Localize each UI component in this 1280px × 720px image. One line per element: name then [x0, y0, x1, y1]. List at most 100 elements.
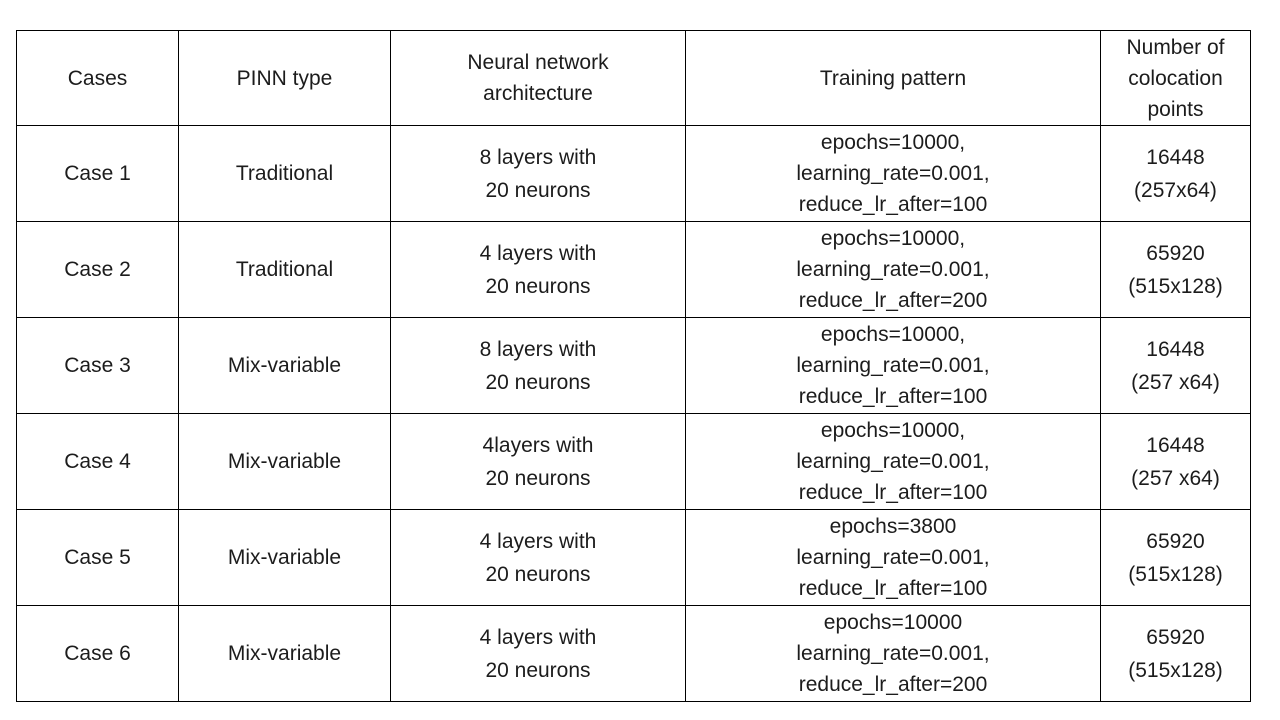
header-text: colocation: [1128, 66, 1223, 90]
training-line: reduce_lr_after=100: [798, 385, 988, 408]
architecture-line: 4 layers with: [479, 241, 597, 265]
table-row: Case 2 Traditional 4 layers with 20 neur…: [16, 221, 1251, 318]
cell-case: Case 3: [16, 317, 179, 414]
cell-colocation-points: 65920 (515x128): [1100, 221, 1251, 318]
header-text: Cases: [67, 66, 128, 90]
cell-case: Case 6: [16, 605, 179, 702]
cell-training-pattern: epochs=10000, learning_rate=0.001, reduc…: [685, 125, 1101, 222]
case-label: Case 2: [64, 258, 131, 281]
cell-case: Case 2: [16, 221, 179, 318]
cell-architecture: 4 layers with 20 neurons: [390, 605, 686, 702]
cell-colocation-points: 16448 (257 x64): [1100, 413, 1251, 510]
architecture-line: 20 neurons: [485, 466, 591, 490]
architecture-line: 20 neurons: [485, 274, 591, 298]
pinn-type-label: Traditional: [235, 162, 334, 185]
points-line: (515x128): [1128, 562, 1223, 586]
header-text: Neural network: [467, 51, 609, 74]
pinn-type-label: Mix-variable: [227, 642, 342, 665]
case-label: Case 4: [64, 450, 131, 473]
points-line: (515x128): [1128, 658, 1223, 682]
architecture-line: 8 layers with: [479, 337, 597, 361]
header-text: points: [1147, 97, 1204, 121]
table-row: Case 1 Traditional 8 layers with 20 neur…: [16, 125, 1251, 222]
training-line: learning_rate=0.001,: [796, 546, 990, 569]
cell-pinn-type: Mix-variable: [178, 413, 391, 510]
training-line: epochs=10000,: [820, 227, 966, 250]
cell-colocation-points: 65920 (515x128): [1100, 605, 1251, 702]
pinn-type-label: Mix-variable: [227, 546, 342, 569]
header-cases: Cases: [16, 30, 179, 126]
architecture-line: 20 neurons: [485, 658, 591, 682]
cell-pinn-type: Mix-variable: [178, 509, 391, 606]
training-line: learning_rate=0.001,: [796, 450, 990, 473]
training-line: epochs=10000,: [820, 131, 966, 154]
points-line: 16448: [1146, 337, 1205, 361]
points-line: (515x128): [1128, 274, 1223, 298]
case-label: Case 6: [64, 642, 131, 665]
training-line: reduce_lr_after=200: [798, 673, 988, 696]
table-row: Case 6 Mix-variable 4 layers with 20 neu…: [16, 605, 1251, 702]
pinn-cases-table: Cases PINN type Neural network architect…: [16, 30, 1251, 702]
pinn-type-label: Mix-variable: [227, 450, 342, 473]
cell-colocation-points: 16448 (257x64): [1100, 125, 1251, 222]
table-header-row: Cases PINN type Neural network architect…: [16, 30, 1251, 126]
points-line: 65920: [1146, 241, 1205, 265]
cell-pinn-type: Traditional: [178, 125, 391, 222]
table-row: Case 4 Mix-variable 4layers with 20 neur…: [16, 413, 1251, 510]
training-line: reduce_lr_after=100: [798, 481, 988, 504]
architecture-line: 8 layers with: [479, 145, 597, 169]
header-text: Number of: [1126, 35, 1225, 59]
architecture-line: 20 neurons: [485, 562, 591, 586]
pinn-type-label: Traditional: [235, 258, 334, 281]
points-line: 16448: [1146, 433, 1205, 457]
case-label: Case 5: [64, 546, 131, 569]
header-text: Training pattern: [819, 66, 967, 90]
cell-colocation-points: 65920 (515x128): [1100, 509, 1251, 606]
cell-colocation-points: 16448 (257 x64): [1100, 317, 1251, 414]
header-architecture: Neural network architecture: [390, 30, 686, 126]
training-line: learning_rate=0.001,: [796, 642, 990, 665]
architecture-line: 20 neurons: [485, 178, 591, 202]
cell-architecture: 4 layers with 20 neurons: [390, 221, 686, 318]
training-line: epochs=3800: [829, 515, 957, 538]
pinn-type-label: Mix-variable: [227, 354, 342, 377]
header-training-pattern: Training pattern: [685, 30, 1101, 126]
architecture-line: 4layers with: [482, 433, 594, 457]
cell-architecture: 8 layers with 20 neurons: [390, 317, 686, 414]
header-pinn-type: PINN type: [178, 30, 391, 126]
cell-pinn-type: Mix-variable: [178, 605, 391, 702]
architecture-line: 4 layers with: [479, 529, 597, 553]
header-text: PINN type: [236, 66, 333, 90]
points-line: (257 x64): [1131, 370, 1220, 394]
header-colocation-points: Number of colocation points: [1100, 30, 1251, 126]
cell-pinn-type: Mix-variable: [178, 317, 391, 414]
cell-training-pattern: epochs=10000 learning_rate=0.001, reduce…: [685, 605, 1101, 702]
points-line: (257 x64): [1131, 466, 1220, 490]
training-line: epochs=10000: [823, 611, 963, 634]
cell-architecture: 4 layers with 20 neurons: [390, 509, 686, 606]
points-line: 65920: [1146, 529, 1205, 553]
cell-case: Case 5: [16, 509, 179, 606]
table-row: Case 5 Mix-variable 4 layers with 20 neu…: [16, 509, 1251, 606]
points-line: 16448: [1146, 145, 1205, 169]
cell-case: Case 1: [16, 125, 179, 222]
case-label: Case 3: [64, 354, 131, 377]
architecture-line: 4 layers with: [479, 625, 597, 649]
cell-training-pattern: epochs=3800 learning_rate=0.001, reduce_…: [685, 509, 1101, 606]
training-line: reduce_lr_after=200: [798, 289, 988, 312]
cell-pinn-type: Traditional: [178, 221, 391, 318]
training-line: learning_rate=0.001,: [796, 354, 990, 377]
cell-architecture: 8 layers with 20 neurons: [390, 125, 686, 222]
architecture-line: 20 neurons: [485, 370, 591, 394]
case-label: Case 1: [64, 162, 131, 185]
training-line: reduce_lr_after=100: [798, 193, 988, 216]
points-line: (257x64): [1134, 178, 1217, 202]
training-line: reduce_lr_after=100: [798, 577, 988, 600]
cell-training-pattern: epochs=10000, learning_rate=0.001, reduc…: [685, 413, 1101, 510]
points-line: 65920: [1146, 625, 1205, 649]
training-line: learning_rate=0.001,: [796, 258, 990, 281]
cell-training-pattern: epochs=10000, learning_rate=0.001, reduc…: [685, 221, 1101, 318]
cell-architecture: 4layers with 20 neurons: [390, 413, 686, 510]
header-text: architecture: [483, 82, 593, 105]
cell-case: Case 4: [16, 413, 179, 510]
